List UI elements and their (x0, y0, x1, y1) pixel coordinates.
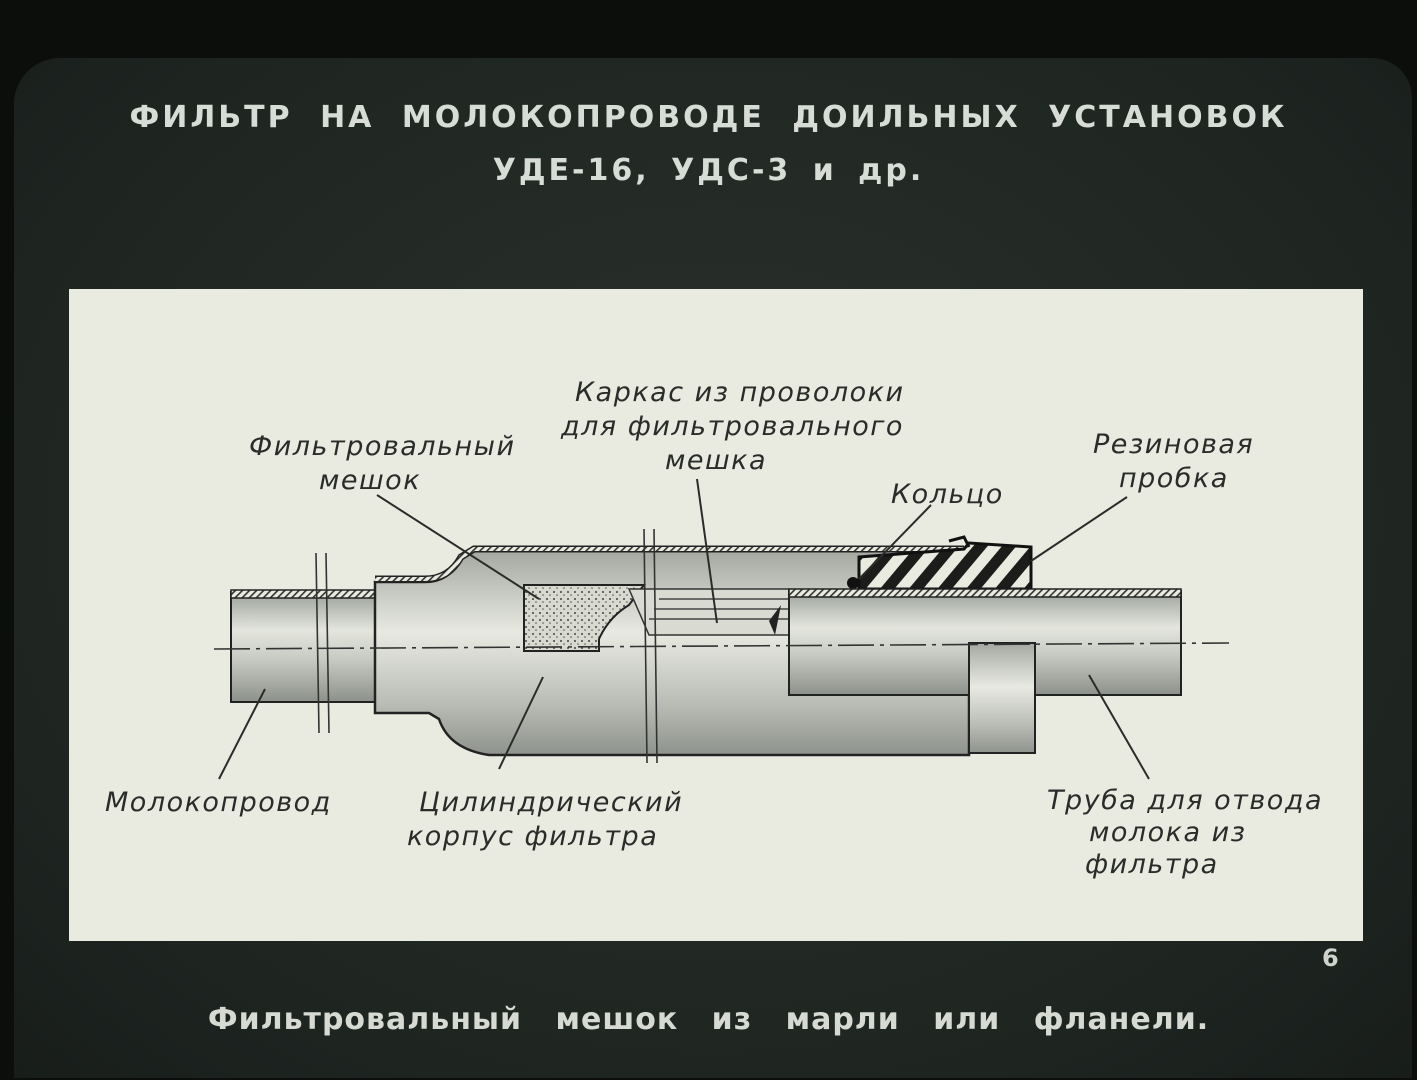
label-frame-line3: мешка (665, 445, 767, 476)
label-plug-line1: Резиновая (1093, 429, 1254, 460)
filter-diagram: Фильтровальный мешок Каркас из проволоки… (105, 377, 1323, 880)
label-plug-line2: пробка (1119, 463, 1229, 494)
rubber-plug-shape (847, 535, 1033, 591)
ring-shape (847, 577, 859, 589)
slide-title-line2: УДЕ-16, УДС-3 и др. (492, 153, 925, 188)
label-body-line1: Цилиндрический (419, 787, 683, 818)
page-number: 6 (1322, 944, 1339, 972)
label-outlet-line1: Труба для отвода (1047, 785, 1323, 816)
label-pipeline: Молокопровод (105, 787, 332, 818)
label-frame-line1: Каркас из проволоки (575, 377, 905, 408)
label-frame-line2: для фильтровального (560, 411, 904, 442)
slide-title-line1: ФИЛЬТР НА МОЛОКОПРОВОДЕ ДОИЛЬНЫХ УСТАНОВ… (129, 100, 1288, 135)
milk-pipeline-shape (230, 589, 378, 703)
leader-lines (218, 478, 1150, 780)
label-outlet-line2: молока из (1089, 817, 1247, 848)
label-bag-line2: мешок (319, 465, 421, 496)
label-ring: Кольцо (891, 479, 1004, 510)
filter-bag-shape (523, 584, 790, 652)
slide-caption: Фильтровальный мешок из марли или фланел… (207, 1002, 1210, 1037)
section-break-lines (315, 528, 658, 764)
label-bag-line1: Фильтровальный (249, 431, 516, 462)
label-outlet-line3: фильтра (1085, 849, 1219, 880)
label-body-line2: корпус фильтра (407, 821, 658, 852)
axis-line (213, 642, 1230, 650)
diagram-panel: Фильтровальный мешок Каркас из проволоки… (69, 289, 1363, 941)
diagram-labels: Фильтровальный мешок Каркас из проволоки… (105, 377, 1323, 880)
